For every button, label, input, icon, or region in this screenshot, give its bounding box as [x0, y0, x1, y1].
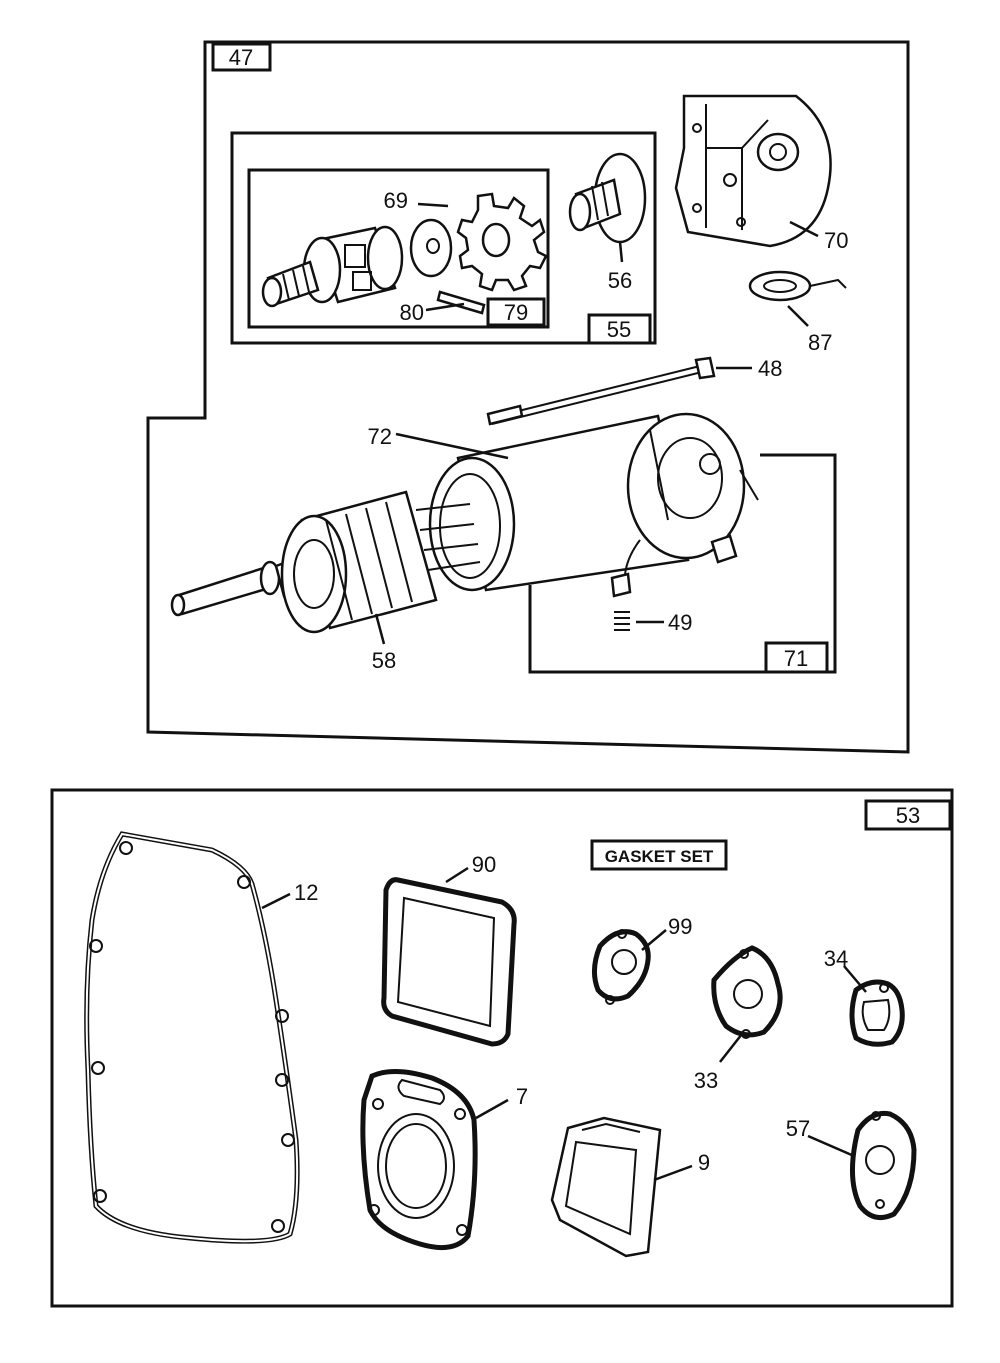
gasket-set: 53 GASKET SET 12 90	[50, 788, 954, 1308]
box-55-frame	[230, 131, 657, 345]
callout-58: 58	[372, 648, 396, 673]
callout-90: 90	[472, 852, 496, 877]
box-53-tag	[864, 799, 952, 831]
end-cap	[674, 94, 832, 248]
box-47-frame	[146, 40, 910, 754]
callout-70: 70	[824, 228, 848, 253]
leader-70	[789, 220, 819, 238]
motor-housing	[428, 412, 759, 595]
thrust-spring	[568, 152, 647, 244]
callout-99: 99	[668, 914, 692, 939]
leader-80	[425, 302, 465, 312]
callout-33: 33	[694, 1068, 718, 1093]
callout-56: 56	[608, 268, 632, 293]
leader-33	[719, 1033, 743, 1063]
leader-99	[641, 929, 667, 951]
gasket-57	[849, 1110, 917, 1221]
leader-90	[445, 866, 469, 884]
roll-pin	[436, 290, 486, 315]
callout-80: 80	[400, 300, 424, 325]
box-55-label: 55	[607, 317, 631, 342]
armature	[170, 490, 481, 634]
box-47-label: 47	[229, 45, 253, 70]
leader-69	[417, 202, 449, 208]
box-71-label: 71	[784, 646, 808, 671]
gasket-34	[849, 979, 905, 1047]
seal	[748, 270, 847, 302]
leader-56	[618, 241, 624, 263]
callout-48: 48	[758, 356, 782, 381]
gasket-set-title: GASKET SET	[605, 847, 714, 866]
starter-motor-assembly: 47 55 79 69	[146, 40, 910, 754]
box-79-frame	[247, 168, 550, 329]
box-47-tag	[211, 42, 272, 72]
crankcase-gasket	[84, 831, 300, 1244]
leader-87	[787, 305, 809, 327]
gasket-set-title-box	[590, 839, 728, 871]
box-79-label: 79	[504, 300, 528, 325]
pinion-gear	[456, 192, 548, 292]
valve-cover-gasket	[381, 877, 517, 1047]
through-bolt	[486, 356, 716, 426]
drive-assembly	[261, 225, 404, 308]
leader-7	[475, 1098, 509, 1120]
brush-spring	[610, 572, 632, 631]
callout-69: 69	[384, 188, 408, 213]
callout-9: 9	[698, 1150, 710, 1175]
callout-34: 34	[824, 946, 848, 971]
gasket-99	[592, 929, 651, 1005]
leader-34	[843, 965, 867, 993]
leader-12	[261, 892, 291, 910]
leader-9	[653, 1164, 693, 1182]
leader-58	[374, 613, 386, 645]
callout-57: 57	[786, 1116, 810, 1141]
box-53-label: 53	[896, 803, 920, 828]
callout-7: 7	[516, 1084, 528, 1109]
head-gasket	[360, 1069, 478, 1251]
leader-72	[395, 432, 509, 460]
callout-87: 87	[808, 330, 832, 355]
box-71-frame	[528, 453, 837, 674]
callout-72: 72	[368, 424, 392, 449]
box-53-frame	[50, 788, 954, 1308]
callout-12: 12	[294, 880, 318, 905]
box-71-tag	[764, 641, 829, 674]
breather-gasket	[550, 1116, 662, 1258]
box-79-tag	[486, 297, 546, 327]
leader-57	[807, 1134, 855, 1158]
washer	[409, 218, 453, 278]
gasket-33	[711, 945, 783, 1039]
box-55-tag	[587, 313, 652, 345]
callout-49: 49	[668, 610, 692, 635]
